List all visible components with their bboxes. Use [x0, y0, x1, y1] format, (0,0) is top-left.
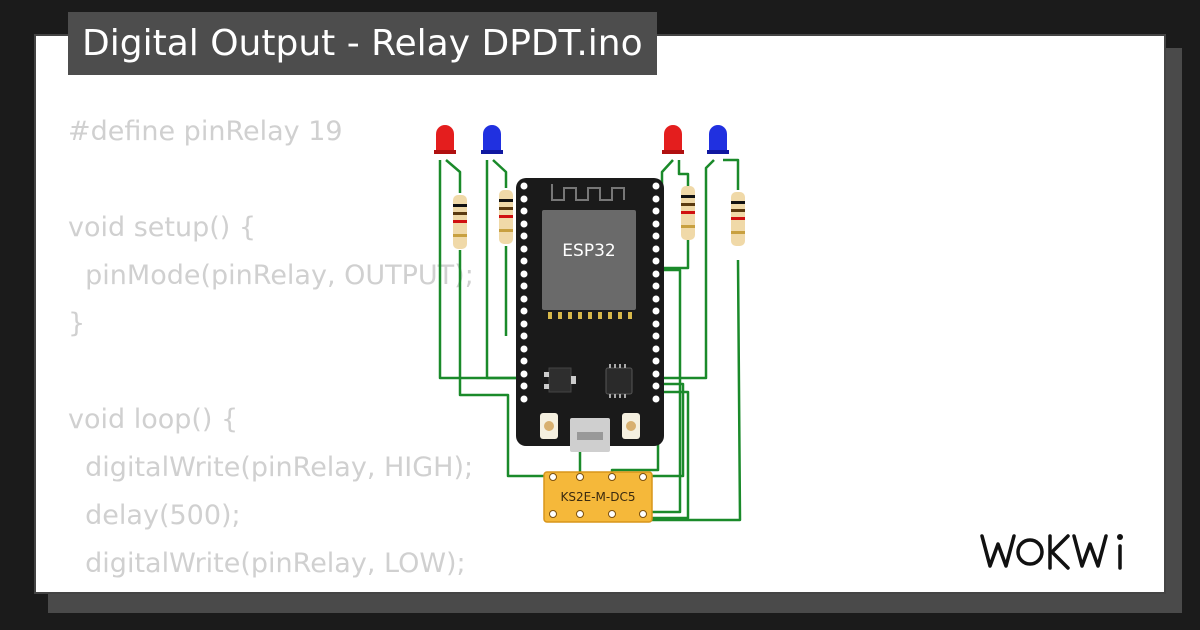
relay-label: KS2E-M-DC5: [561, 490, 636, 504]
code-line: digitalWrite(pinRelay, LOW);: [68, 548, 466, 579]
led-blue-2: [707, 125, 729, 154]
relay-module: [543, 471, 653, 523]
resistor-2: [499, 190, 513, 244]
code-line: delay(500);: [68, 500, 241, 531]
wokwi-logo: [980, 534, 1123, 570]
led-red-1: [434, 125, 456, 154]
esp32-board: [516, 178, 664, 452]
led-blue-1: [481, 125, 503, 154]
resistor-4: [731, 192, 745, 246]
code-line: void loop() {: [68, 404, 239, 435]
code-line: #define pinRelay 19: [68, 116, 343, 147]
code-line: pinMode(pinRelay, OUTPUT);: [68, 260, 474, 291]
board-label: ESP32: [562, 241, 615, 261]
code-line: }: [68, 308, 86, 339]
code-snippet: #define pinRelay 19 void setup() { pinMo…: [68, 108, 474, 592]
led-red-2: [662, 125, 684, 154]
resistor-1: [453, 195, 467, 249]
project-title: Digital Output - Relay DPDT.ino: [68, 12, 657, 75]
code-line: digitalWrite(pinRelay, HIGH);: [68, 452, 474, 483]
code-line: void setup() {: [68, 212, 257, 243]
resistor-3: [681, 186, 695, 240]
